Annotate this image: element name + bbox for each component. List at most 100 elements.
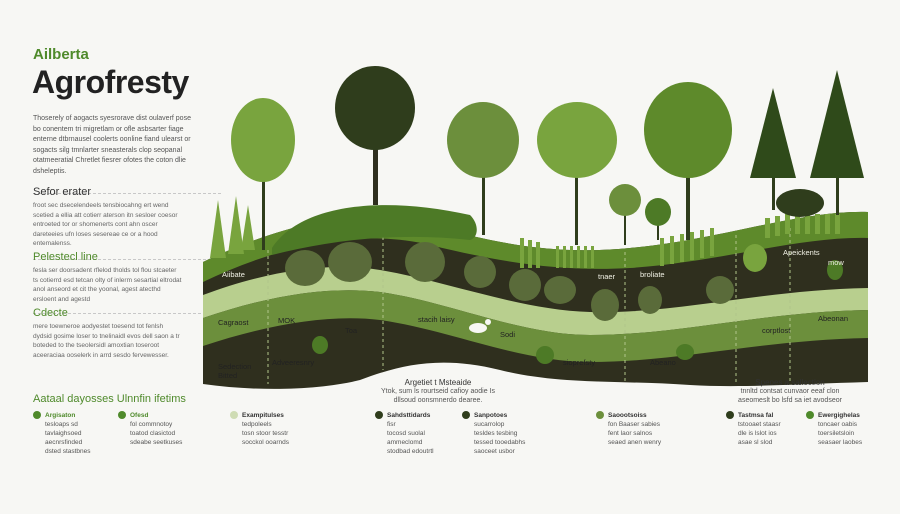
legend-column-heading: Saoootsoiss — [596, 411, 676, 420]
legend-line: sdeabe seetkuses — [130, 439, 183, 446]
note-heading: Speoes a sallection — [755, 378, 825, 387]
legend-line: sucarrolop — [474, 421, 505, 428]
legend-line: ammeclomd — [387, 439, 423, 446]
intro-paragraph: Thoserely of aogacts syesrorave dist oul… — [33, 115, 191, 175]
divider — [33, 193, 221, 194]
legend-line: tavlaighsoed — [45, 430, 82, 437]
legend-column-heading: Tastmsa fal — [726, 411, 806, 420]
legend-heading-text: Ofesd — [130, 412, 149, 419]
page-kicker: Ailberta — [33, 46, 89, 63]
legend-column: Ofesd fol commnotoy toatod clasictod sdeabe… — [118, 411, 198, 447]
legend-line: stodbad edoutrtl — [387, 448, 434, 455]
note-body: Ytok, sum ls rourtseid cafioy aodie Is d… — [381, 388, 495, 404]
tree-conifer-1 — [750, 88, 796, 210]
legend-line: fent laor salnos — [608, 430, 653, 437]
legend-line: asae sl slod — [738, 439, 773, 446]
legend-bullet-icon — [462, 411, 470, 420]
legend-bullet-icon — [375, 411, 383, 420]
underground-trees — [285, 242, 767, 321]
legend-line: fisr — [387, 421, 396, 428]
legend-line: tessed tooedabhs — [474, 439, 526, 446]
young-conifers — [210, 196, 255, 258]
section-heading-1: Sefor erater — [33, 186, 92, 198]
diagram-label: broliate — [640, 270, 665, 279]
legend-line: toatod clasictod — [130, 430, 176, 437]
tree-conifer-2 — [810, 70, 864, 215]
legend-line: tesloaps sd — [45, 421, 78, 428]
legend-column-heading: Ofesd — [118, 411, 198, 420]
diagram-label: Abeonan — [818, 314, 849, 323]
legend-column-heading: Argisaton — [33, 411, 113, 420]
legend-line: saoceet usbor — [474, 448, 515, 455]
legend-line: tesldes tesbing — [474, 430, 518, 437]
legend-line: aecnrsfinded — [45, 439, 83, 446]
legend-heading-text: Tastmsa fal — [738, 412, 774, 419]
lower-green-band — [203, 290, 868, 362]
section-heading-2: Pelestecl line — [33, 251, 98, 263]
legend-line: tocosd suolal — [387, 430, 425, 437]
legend-heading-text: Sahdsttidards — [387, 412, 431, 419]
crop-rows — [520, 214, 840, 268]
section-body-2: fesla ser doorsadent rflelod tholds tol … — [33, 267, 182, 303]
legend-bullet-icon — [596, 411, 604, 420]
tree-large-green — [644, 82, 732, 240]
light-band — [203, 267, 868, 335]
hedge — [272, 205, 477, 255]
page-title: Agrofresty — [32, 64, 189, 100]
tree-oak-dark — [335, 66, 415, 205]
legend-column-heading: Exampitulses — [230, 411, 310, 420]
legend-column-heading: Sahdsttidards — [375, 411, 455, 420]
legend-column: Tastmsa fal tstooaet staasr dle is lslot i… — [726, 411, 806, 447]
tree-small-round — [609, 184, 641, 245]
legend-heading-text: Saoootsoiss — [608, 412, 647, 419]
note-species-selection: Speoes a sallection tnnltd contsat cunva… — [730, 378, 850, 405]
diagram-label: Apeickents — [783, 248, 820, 257]
legend-heading-text: Sanpotoes — [474, 412, 508, 419]
legend-column-heading: Sanpotoes — [462, 411, 542, 420]
diagram-label: stacih laisy — [418, 315, 455, 324]
legend-line: tedpoleels — [242, 421, 272, 428]
legend-column: Ewergighelas toncaer oabis toersiletsloin s… — [806, 411, 886, 447]
diagram-label: Sodi — [500, 330, 516, 339]
understory-plants — [312, 260, 843, 364]
legend-line: seasaer laobes — [818, 439, 863, 446]
note-body: tnnltd contsat cunvaor eeaf clon aseomes… — [738, 388, 842, 404]
legend-bullet-icon — [726, 411, 734, 420]
legend-bullet-icon — [230, 411, 238, 420]
legend-bullet-icon — [118, 411, 126, 420]
note-argetiet: Argetiet t Msteaide Ytok, sum ls rourtse… — [378, 378, 498, 405]
diagram-label: mow — [828, 258, 844, 267]
legend-title: Aataal dayosses Ulnnfin ifetims — [33, 393, 186, 405]
tree-small-round-2 — [645, 198, 671, 240]
legend-heading-text: Argisaton — [45, 412, 76, 419]
divider — [33, 259, 221, 260]
section-heading-3: Cdecte — [33, 307, 68, 319]
legend-line: tstooaet staasr — [738, 421, 781, 428]
legend-line: toersiletsloin — [818, 430, 855, 437]
diagram-label: Aiibate — [222, 270, 245, 279]
legend-column: Sanpotoes sucarrolop tesldes tesbing tessed… — [462, 411, 542, 456]
section-body-3: mere toewneroe aodyestet toesend tot fen… — [33, 323, 180, 359]
legend-column: Sahdsttidards fisr tocosd suolal ammeclomd s… — [375, 411, 455, 456]
tree-deciduous-light — [231, 98, 295, 250]
diagram-label: Cagraost — [218, 318, 249, 327]
divider — [33, 313, 221, 314]
diagram-label: Sedection Bitted — [218, 362, 252, 380]
legend-bullet-icon — [806, 411, 814, 420]
diagram-label: corptlost — [762, 326, 791, 335]
legend-line: toncaer oabis — [818, 421, 858, 428]
note-heading: Argetiet t Msteaide — [404, 378, 472, 387]
legend-line: dsted stastbnes — [45, 448, 91, 455]
diagram-label: Abeano — [650, 358, 676, 367]
diagram-label: MOK — [278, 316, 296, 325]
section-body-1: froot sec dsecelendeels tensbiocahng ert… — [33, 202, 178, 247]
legend-bullet-icon — [33, 411, 41, 420]
legend-line: tosn stoor tesstr — [242, 430, 289, 437]
tree-deciduous-light-2 — [537, 102, 617, 245]
legend-line: dle is lslot ios — [738, 430, 777, 437]
legend-heading-text: Ewergighelas — [818, 412, 860, 419]
legend-line: fol commnotoy — [130, 421, 173, 428]
